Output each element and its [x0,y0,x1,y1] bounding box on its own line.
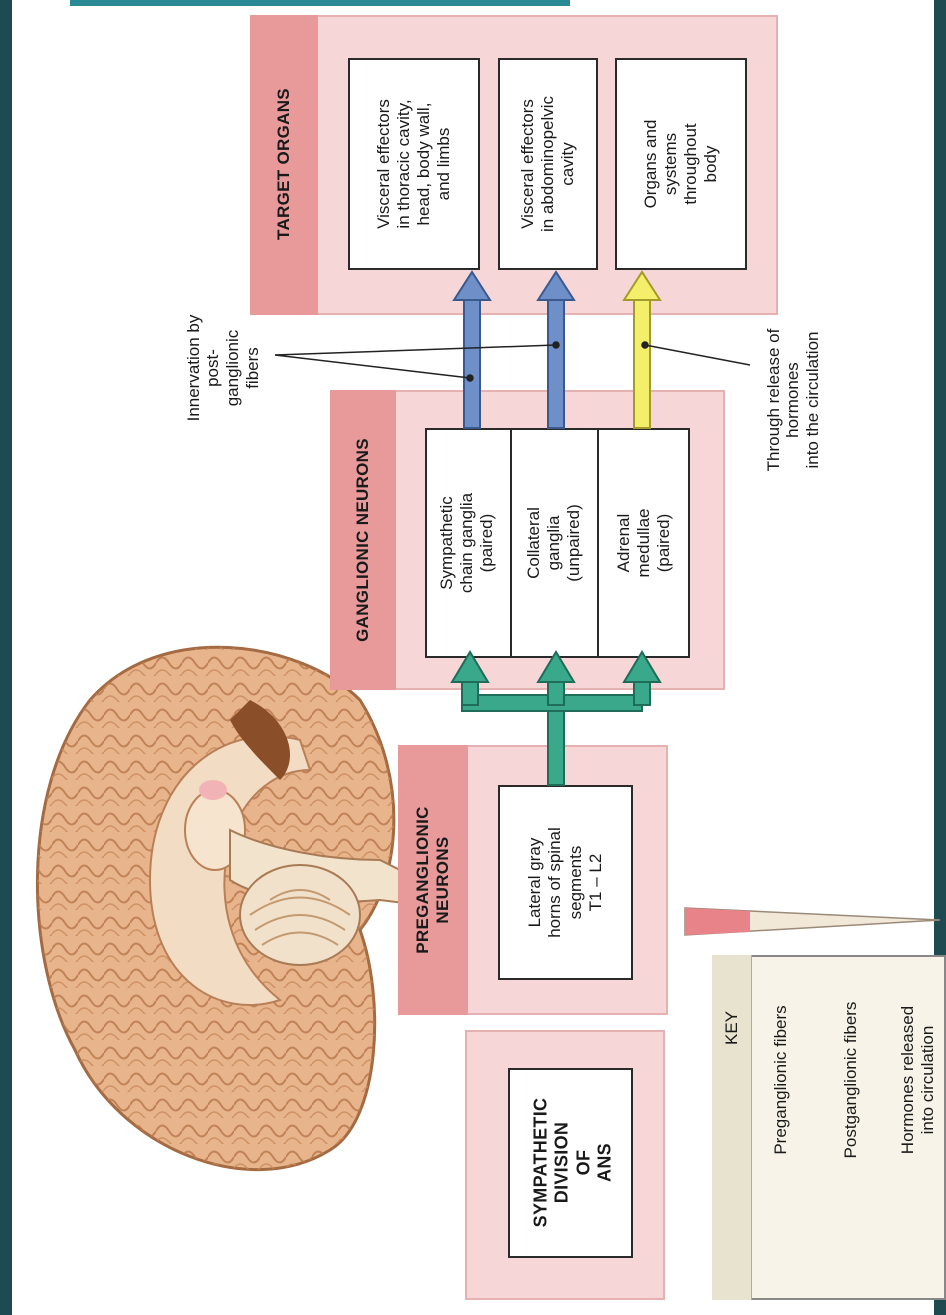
hormones-annotation: Through release of hormones into the cir… [743,295,843,505]
key-title: KEY [712,988,752,1068]
leader-lines [275,342,750,381]
preganglionic-arrow [452,652,660,785]
postganglionic-arrow [454,272,574,428]
key-item-postganglionic: Postganglionic fibers [831,970,871,1190]
hormone-arrow [624,272,660,428]
innervation-annotation: Innervation by post- ganglionic fibers [158,298,288,438]
key-item-preganglionic: Preganglionic fibers [761,975,801,1185]
key-item-hormones: Hormones released into circulation [888,975,946,1185]
